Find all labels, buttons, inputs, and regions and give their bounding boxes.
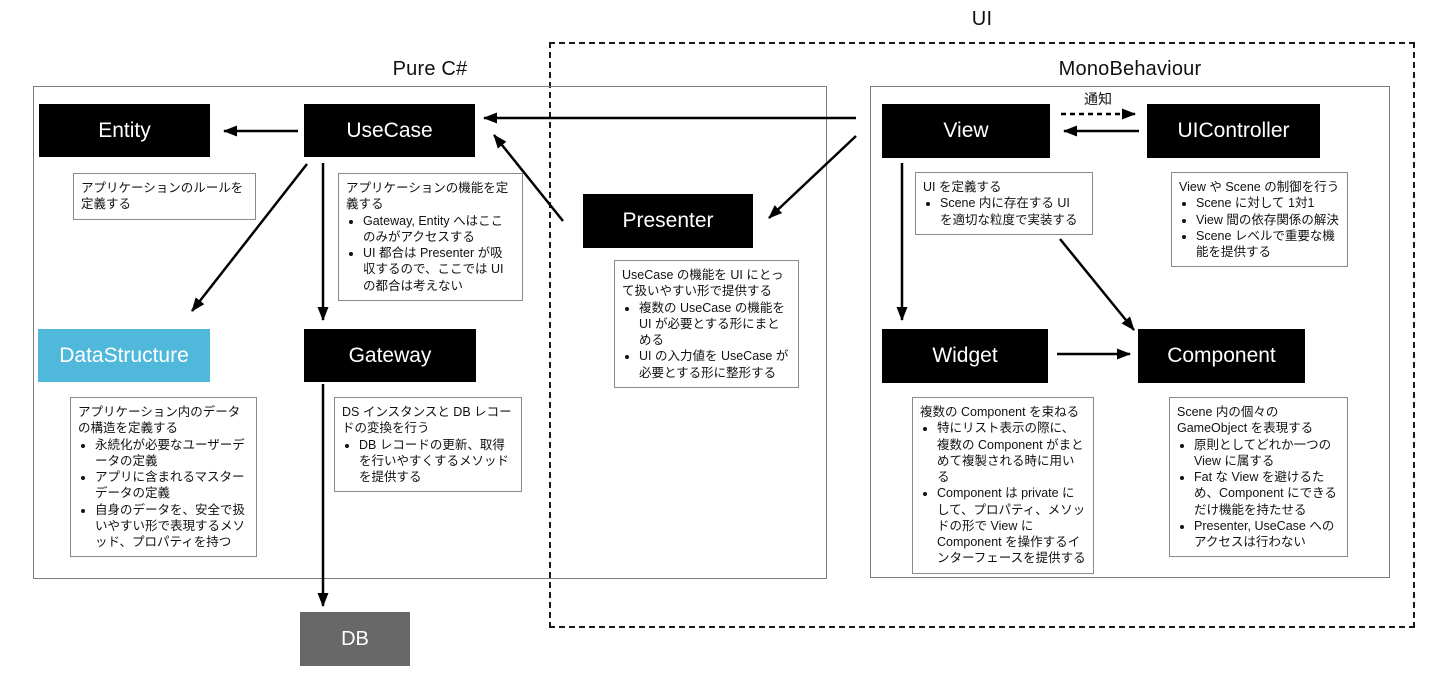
ui-group-box bbox=[549, 42, 1415, 628]
uicontroller-note-intro: View や Scene の制御を行う bbox=[1179, 180, 1340, 194]
gateway-note-bullets: DB レコードの更新、取得を行いやすくするメソッドを提供する bbox=[342, 437, 514, 486]
datastructure-note-intro: アプリケーション内のデータの構造を定義する bbox=[78, 405, 241, 436]
entity-note: アプリケーションのルールを定義する bbox=[73, 173, 256, 220]
node-uicontroller: UIController bbox=[1147, 104, 1320, 158]
pure-csharp-group-box bbox=[33, 86, 827, 579]
arrow-presenter-to-usecase bbox=[493, 134, 564, 222]
view-note: UI を定義する Scene 内に存在する UI を適切な粒度で実装する bbox=[915, 172, 1093, 235]
component-note: Scene 内の個々の GameObject を表現する 原則としてどれか一つの… bbox=[1169, 397, 1348, 558]
node-usecase-label: UseCase bbox=[346, 118, 433, 142]
note-bullet: Scene 内に存在する UI を適切な粒度で実装する bbox=[940, 195, 1085, 228]
arrow-usecase-to-datastructure bbox=[191, 163, 308, 312]
note-bullet: Scene に対して 1対1 bbox=[1196, 195, 1340, 211]
note-bullet: Presenter, UseCase へのアクセスは行わない bbox=[1194, 518, 1340, 551]
monobehaviour-group-title: MonoBehaviour bbox=[1058, 58, 1202, 80]
note-bullet: UI 都合は Presenter が吸収するので、ここでは UI の都合は考えな… bbox=[363, 245, 515, 294]
component-note-intro: Scene 内の個々の GameObject を表現する bbox=[1177, 405, 1314, 436]
widget-note-intro: 複数の Component を束ねる bbox=[920, 405, 1080, 419]
usecase-note-bullets: Gateway, Entity へはここのみがアクセスするUI 都合は Pres… bbox=[346, 213, 515, 294]
uicontroller-note: View や Scene の制御を行う Scene に対して 1対1View 間… bbox=[1171, 172, 1348, 268]
note-bullet: 特にリスト表示の際に、複数の Component がまとめて複製される時に用いる bbox=[937, 420, 1086, 485]
note-bullet: Scene レベルで重要な機能を提供する bbox=[1196, 228, 1340, 261]
node-presenter: Presenter bbox=[583, 194, 753, 248]
node-entity: Entity bbox=[39, 104, 210, 157]
presenter-note: UseCase の機能を UI にとって扱いやすい形で提供する 複数の UseC… bbox=[614, 260, 799, 388]
notify-edge-label: 通知 bbox=[1084, 91, 1112, 107]
usecase-note-intro: アプリケーションの機能を定義する bbox=[346, 181, 509, 212]
node-entity-label: Entity bbox=[98, 118, 151, 142]
datastructure-note: アプリケーション内のデータの構造を定義する 永続化が必要なユーザーデータの定義ア… bbox=[70, 397, 257, 558]
node-datastructure-label: DataStructure bbox=[59, 343, 189, 367]
note-bullet: 原則としてどれか一つの View に属する bbox=[1194, 437, 1340, 470]
view-note-intro: UI を定義する bbox=[923, 180, 1002, 194]
arrow-view-to-component bbox=[1059, 238, 1135, 331]
presenter-note-intro: UseCase の機能を UI にとって扱いやすい形で提供する bbox=[622, 268, 784, 299]
note-bullet: DB レコードの更新、取得を行いやすくするメソッドを提供する bbox=[359, 437, 514, 486]
node-gateway-label: Gateway bbox=[348, 343, 432, 367]
node-uicontroller-label: UIController bbox=[1177, 119, 1290, 142]
note-bullet: UI の入力値を UseCase が必要とする形に整形する bbox=[639, 348, 791, 381]
widget-note-bullets: 特にリスト表示の際に、複数の Component がまとめて複製される時に用いる… bbox=[920, 420, 1086, 566]
node-component-label: Component bbox=[1167, 344, 1276, 367]
widget-note: 複数の Component を束ねる 特にリスト表示の際に、複数の Compon… bbox=[912, 397, 1094, 574]
node-db: DB bbox=[300, 612, 410, 666]
datastructure-note-bullets: 永続化が必要なユーザーデータの定義アプリに含まれるマスターデータの定義自身のデー… bbox=[78, 437, 249, 551]
gateway-note: DS インスタンスと DB レコードの変換を行う DB レコードの更新、取得を行… bbox=[334, 397, 522, 493]
presenter-note-bullets: 複数の UseCase の機能を UI が必要とする形にまとめるUI の入力値を… bbox=[622, 300, 791, 381]
node-component: Component bbox=[1138, 329, 1305, 383]
pure-csharp-group-title: Pure C# bbox=[392, 58, 468, 80]
note-bullet: Fat な View を避けるため、Component にできるだけ機能を持たせ… bbox=[1194, 469, 1340, 518]
node-widget-label: Widget bbox=[932, 344, 998, 367]
usecase-note: アプリケーションの機能を定義する Gateway, Entity へはここのみが… bbox=[338, 173, 523, 301]
note-bullet: View 間の依存関係の解決 bbox=[1196, 212, 1340, 228]
view-note-bullets: Scene 内に存在する UI を適切な粒度で実装する bbox=[923, 195, 1085, 228]
node-view-label: View bbox=[943, 119, 989, 142]
gateway-note-intro: DS インスタンスと DB レコードの変換を行う bbox=[342, 405, 512, 436]
note-bullet: アプリに含まれるマスターデータの定義 bbox=[95, 469, 249, 502]
ui-group-title: UI bbox=[971, 8, 993, 30]
component-note-bullets: 原則としてどれか一つの View に属するFat な View を避けるため、C… bbox=[1177, 437, 1340, 551]
note-bullet: Component は private にして、プロパティ、メソッドの形で Vi… bbox=[937, 485, 1086, 566]
entity-note-intro: アプリケーションのルールを定義する bbox=[81, 181, 244, 212]
node-usecase: UseCase bbox=[304, 104, 475, 157]
node-db-label: DB bbox=[341, 627, 369, 650]
uicontroller-note-bullets: Scene に対して 1対1View 間の依存関係の解決Scene レベルで重要… bbox=[1179, 195, 1340, 260]
note-bullet: 複数の UseCase の機能を UI が必要とする形にまとめる bbox=[639, 300, 791, 349]
node-view: View bbox=[882, 104, 1050, 158]
node-widget: Widget bbox=[882, 329, 1048, 383]
node-presenter-label: Presenter bbox=[622, 209, 714, 232]
node-gateway: Gateway bbox=[304, 329, 476, 382]
monobehaviour-group-box bbox=[870, 86, 1390, 578]
note-bullet: 永続化が必要なユーザーデータの定義 bbox=[95, 437, 249, 470]
note-bullet: 自身のデータを、安全で扱いやすい形で表現するメソッド、プロパティを持つ bbox=[95, 502, 249, 551]
note-bullet: Gateway, Entity へはここのみがアクセスする bbox=[363, 213, 515, 246]
arrow-view-to-presenter bbox=[768, 135, 857, 219]
node-datastructure: DataStructure bbox=[38, 329, 210, 382]
